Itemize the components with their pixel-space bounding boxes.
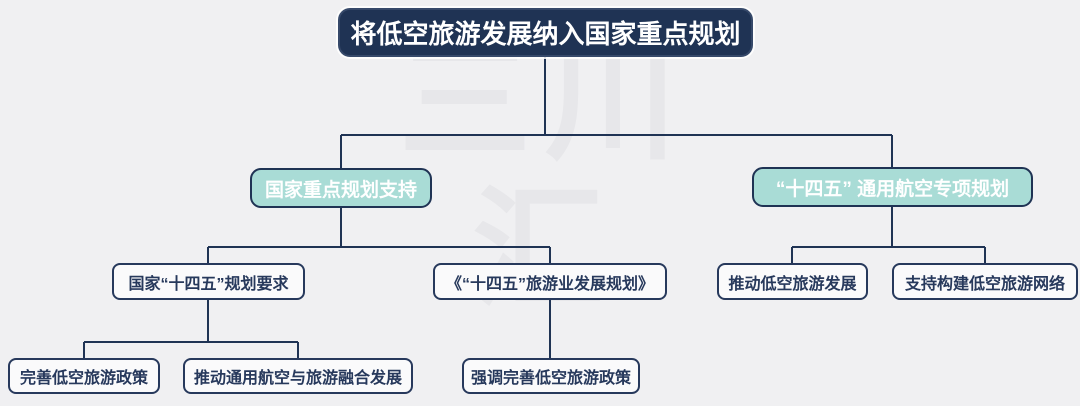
node-improve-low-altitude-tourism-policy: 完善低空旅游政策 [8,358,160,394]
node-root-label: 将低空旅游发展纳入国家重点规划 [350,19,741,49]
node-promote-general-aviation-tourism-integration: 推动通用航空与旅游融合发展 [183,358,413,394]
node-14th-fiveyear-tourism-development-plan: 《“十四五”旅游业发展规划》 [433,263,667,300]
node-root: 将低空旅游发展纳入国家重点规划 [338,8,753,57]
node-branch-14th-fiveyear-general-aviation-plan: “十四五” 通用航空专项规划 [752,167,1033,207]
node-label: 推动通用航空与旅游融合发展 [193,370,402,387]
node-label: 国家“十四五”规划要求 [128,275,289,293]
node-branch-national-key-plan-support: 国家重点规划支持 [250,168,432,208]
node-promote-low-altitude-tourism: 推动低空旅游发展 [717,263,868,300]
node-label: 《“十四五”旅游业发展规划》 [445,275,654,293]
node-label: 强调完善低空旅游政策 [470,370,631,387]
node-national-14th-fiveyear-plan-requirements: 国家“十四五”规划要求 [112,263,305,300]
node-label: 支持构建低空旅游网络 [904,275,1065,293]
node-label: “十四五” 通用航空专项规划 [775,178,1010,200]
node-label: 完善低空旅游政策 [19,370,148,387]
node-label: 推动低空旅游发展 [728,275,857,293]
node-support-low-altitude-tourism-network: 支持构建低空旅游网络 [892,263,1078,300]
node-label: 国家重点规划支持 [264,179,417,201]
node-emphasize-improve-low-altitude-tourism-policy: 强调完善低空旅游政策 [462,358,640,394]
